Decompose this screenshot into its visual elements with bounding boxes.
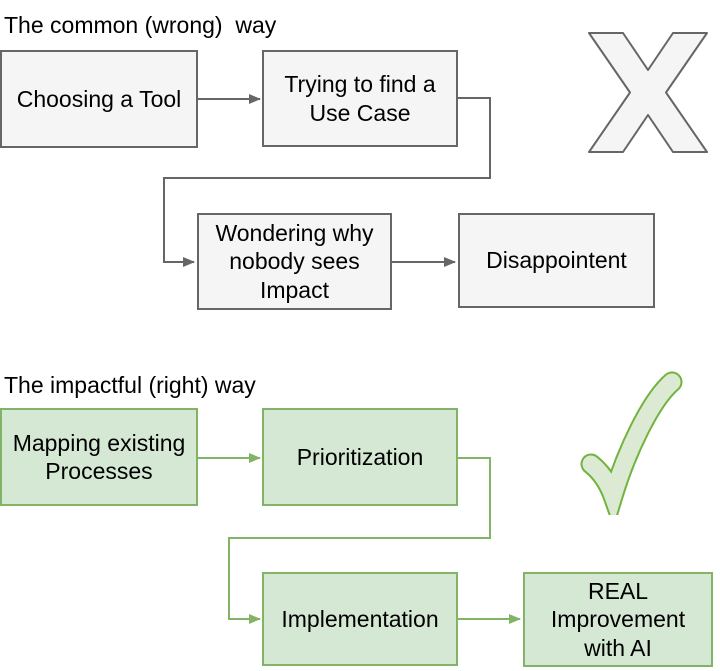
node-mapping-existing-processes: Mapping existing Processes [0,408,198,506]
node-label: Mapping existing Processes [12,429,186,484]
node-label: Choosing a Tool [16,85,182,112]
node-real-improvement-with-ai: REAL Improvement with AI [523,572,713,667]
node-label: Disappointent [486,247,627,274]
node-label: Implementation [281,605,439,632]
node-wondering-why-no-impact: Wondering why nobody sees Impact [197,213,392,310]
node-choosing-a-tool: Choosing a Tool [0,50,198,148]
node-label: REAL Improvement with AI [550,578,686,661]
node-implementation: Implementation [262,572,458,666]
wrong-way-title: The common (wrong) way [4,12,277,38]
node-label: Trying to find a Use Case [284,71,436,126]
x-mark-icon [588,32,708,153]
node-prioritization: Prioritization [262,408,458,506]
node-disappointment: Disappointent [458,213,655,308]
node-label: Prioritization [296,443,424,470]
checkmark-icon [580,371,683,515]
right-way-title: The impactful (right) way [4,372,256,398]
node-trying-to-find-use-case: Trying to find a Use Case [262,50,458,147]
node-label: Wondering why nobody sees Impact [215,220,374,303]
